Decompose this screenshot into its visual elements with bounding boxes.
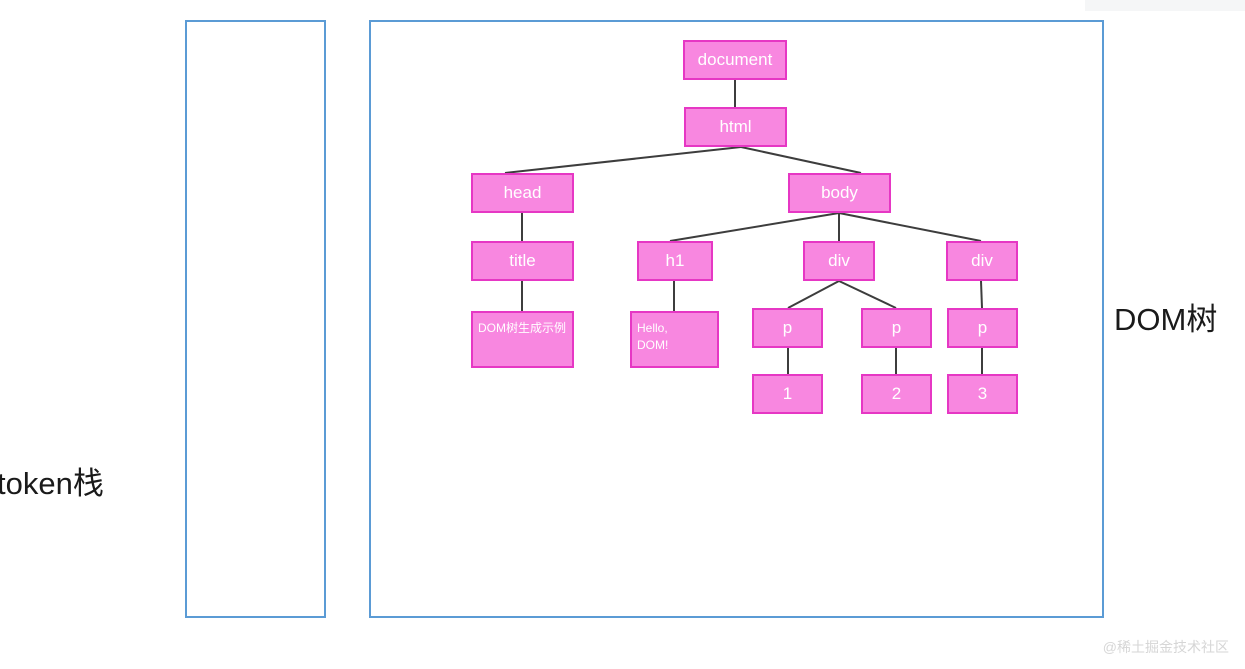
tree-node-titletext[interactable]: DOM树生成示例 xyxy=(471,311,574,368)
tree-node-h1[interactable]: h1 xyxy=(637,241,713,281)
tree-node-body[interactable]: body xyxy=(788,173,891,213)
dom-tree-panel[interactable] xyxy=(369,20,1104,618)
tree-node-t2[interactable]: 2 xyxy=(861,374,932,414)
watermark: @稀土掘金技术社区 xyxy=(1102,639,1229,655)
top-grey-strip xyxy=(1085,0,1245,11)
tree-node-p2[interactable]: p xyxy=(861,308,932,348)
tree-node-div2[interactable]: div xyxy=(946,241,1018,281)
dom-tree-label: DOM树 xyxy=(1114,302,1218,337)
tree-node-p3[interactable]: p xyxy=(947,308,1018,348)
tree-node-div1[interactable]: div xyxy=(803,241,875,281)
token-stack-panel[interactable] xyxy=(185,20,326,618)
token-stack-label: token栈 xyxy=(0,466,104,501)
tree-node-document[interactable]: document xyxy=(683,40,787,80)
tree-node-t3[interactable]: 3 xyxy=(947,374,1018,414)
tree-node-t1[interactable]: 1 xyxy=(752,374,823,414)
tree-node-title[interactable]: title xyxy=(471,241,574,281)
tree-node-h1text[interactable]: Hello, DOM! xyxy=(630,311,719,368)
tree-node-html[interactable]: html xyxy=(684,107,787,147)
tree-node-head[interactable]: head xyxy=(471,173,574,213)
tree-node-p1[interactable]: p xyxy=(752,308,823,348)
